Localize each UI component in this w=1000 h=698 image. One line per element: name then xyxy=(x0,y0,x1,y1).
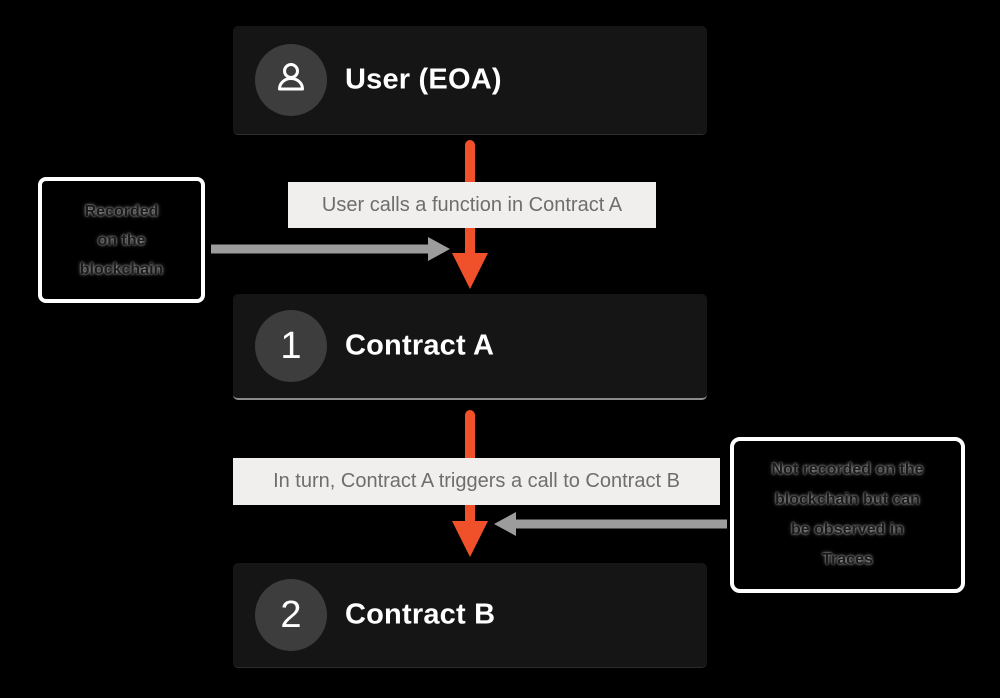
callout-text-line: blockchain but can xyxy=(775,491,920,508)
edge-label-a-to-b: In turn, Contract A triggers a call to C… xyxy=(233,458,720,505)
arrow-recorded-pointer xyxy=(211,237,450,261)
node-user-label: User (EOA) xyxy=(345,63,502,96)
node-contract-a: 1 Contract A xyxy=(233,294,707,400)
node-contract-a-label: Contract A xyxy=(345,329,495,362)
arrow-not-recorded-pointer xyxy=(494,512,727,536)
callout-text-line: Recorded xyxy=(84,202,159,220)
callout-text-line: Not recorded on the xyxy=(771,461,924,478)
callout-text-line: on the xyxy=(97,231,146,249)
node-contract-b: 2 Contract B xyxy=(233,563,707,668)
callout-recorded-on-blockchain: Recorded on the blockchain xyxy=(38,177,205,303)
callout-text-line: blockchain xyxy=(79,260,164,278)
step-number: 2 xyxy=(280,594,302,636)
step-number: 1 xyxy=(280,325,302,367)
person-icon xyxy=(271,58,311,103)
callout-text-line: be observed in xyxy=(791,521,904,538)
step-badge-2: 2 xyxy=(255,579,327,651)
edge-label-user-to-a: User calls a function in Contract A xyxy=(288,182,656,228)
callout-text-line: Traces xyxy=(822,551,873,568)
node-contract-b-label: Contract B xyxy=(345,598,496,631)
node-user-eoa: User (EOA) xyxy=(233,26,707,135)
callout-not-recorded-traces: Not recorded on the blockchain but can b… xyxy=(730,437,965,593)
step-badge-1: 1 xyxy=(255,310,327,382)
user-avatar xyxy=(255,44,327,116)
